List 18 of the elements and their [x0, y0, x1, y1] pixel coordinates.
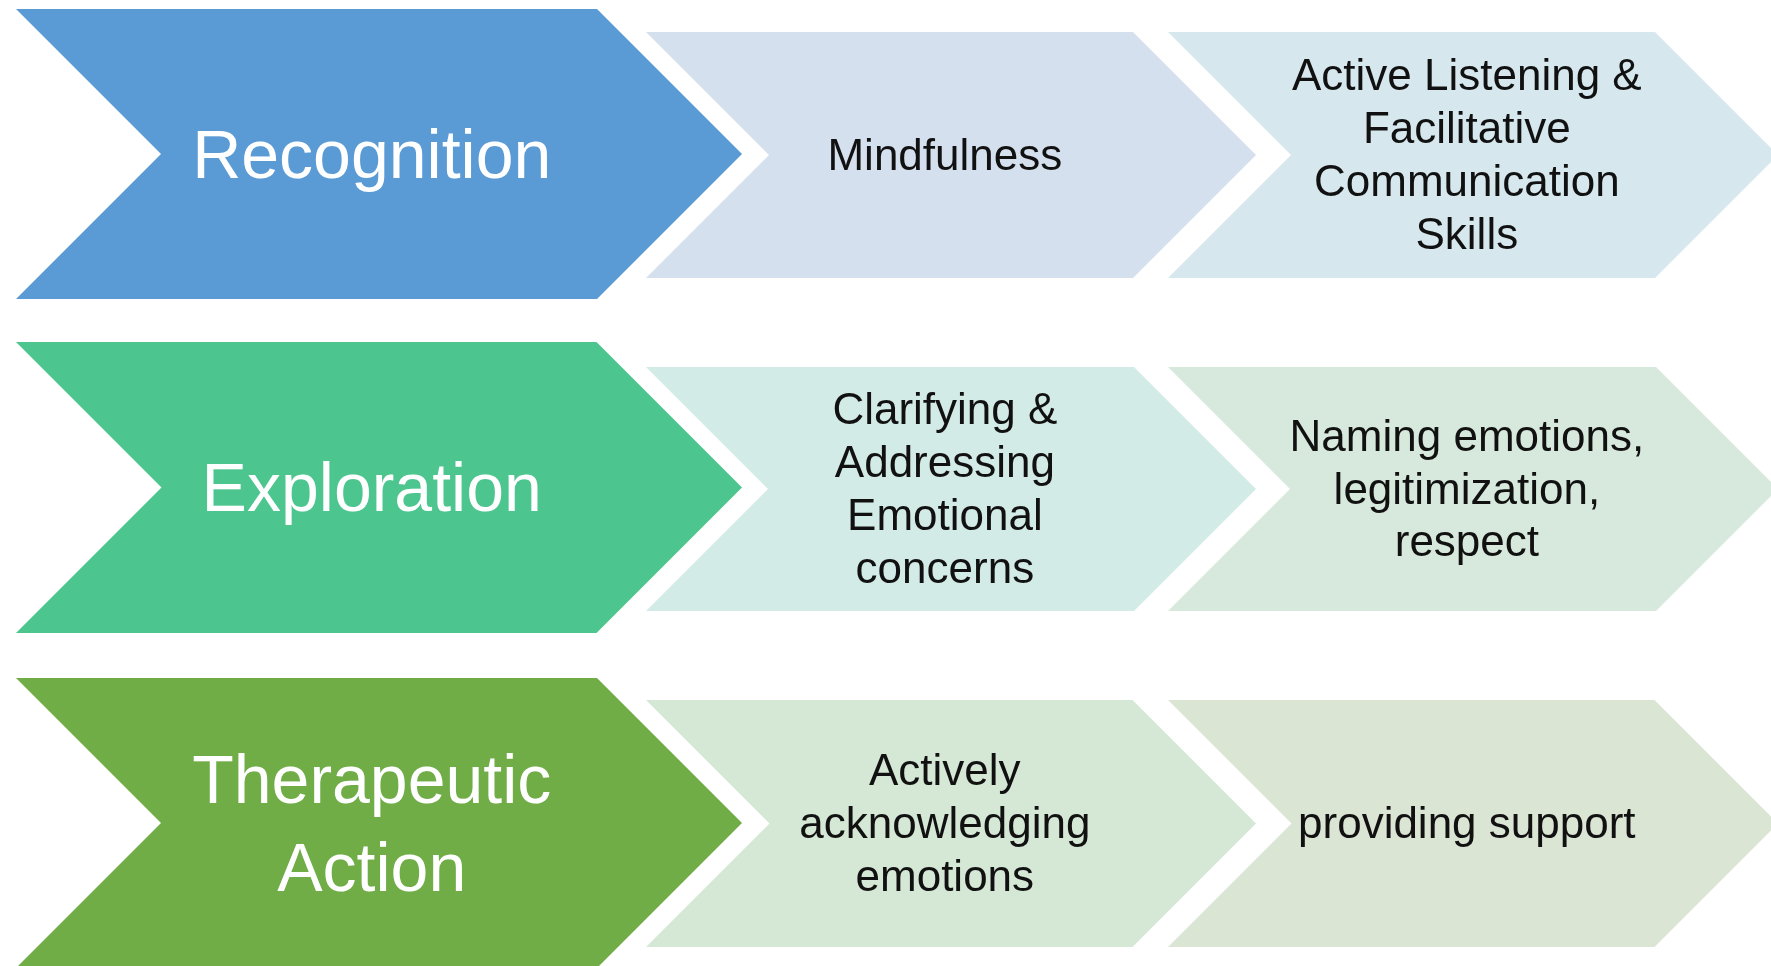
chevron-shape [16, 342, 742, 633]
chevron-shape [1168, 700, 1771, 947]
chevron-shape [16, 678, 742, 966]
stage-title: Exploration [201, 448, 542, 528]
skill-text: Clarifying & Addressing Emotional concerns [831, 383, 1059, 594]
chevron-shape [16, 9, 742, 299]
skill-text: providing support [1298, 797, 1636, 850]
chevron-shape [1168, 367, 1771, 611]
stage-title: Recognition [192, 114, 552, 194]
chevron-shape [646, 32, 1256, 278]
skill-text: Naming emotions, legitimization, respect [1288, 409, 1646, 568]
chevron-shape [646, 367, 1256, 611]
stage-title: Therapeutic Action [191, 739, 553, 907]
chevron-shape [646, 700, 1256, 947]
skill-text: Active Listening & Facilitative Communication Skills [1290, 49, 1643, 260]
chevron-shape [1168, 32, 1771, 278]
skill-text: Mindfulness [827, 128, 1063, 181]
skill-text: Actively acknowledging emotions [798, 744, 1092, 902]
